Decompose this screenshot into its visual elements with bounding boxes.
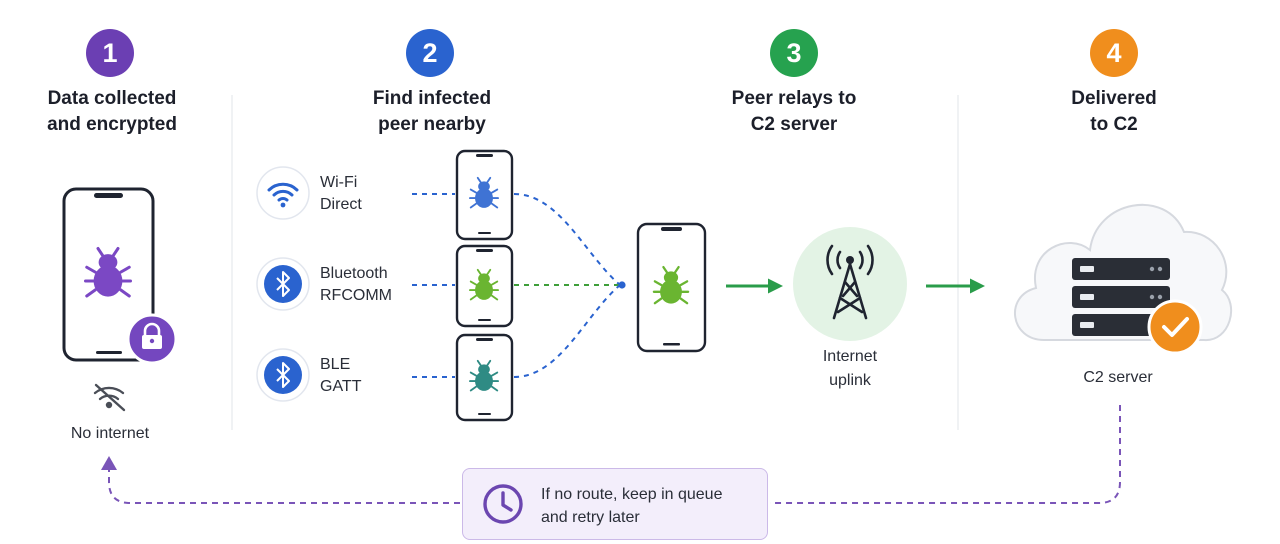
channel-icon-circles (256, 166, 310, 402)
c2-cloud-graphic (1013, 204, 1232, 355)
step-3-badge: 3 (770, 29, 818, 77)
retry-arrowhead (101, 456, 117, 470)
step-1-badge: 1 (86, 29, 134, 77)
retry-loop-lines (108, 405, 1121, 504)
uplink-tower-graphic (793, 227, 907, 341)
junction-dot (618, 281, 626, 289)
clock-icon (483, 484, 523, 524)
no-internet-label: No internet (70, 425, 150, 442)
peer-phones (455, 149, 707, 422)
step-4-badge: 4 (1090, 29, 1138, 77)
wifi-off-graphic (93, 383, 126, 412)
connection-lines (412, 193, 621, 378)
c2-server-label: C2 server (1083, 369, 1153, 386)
step-2-badge: 2 (406, 29, 454, 77)
source-phone-graphic (62, 187, 178, 365)
section-dividers (231, 95, 959, 430)
